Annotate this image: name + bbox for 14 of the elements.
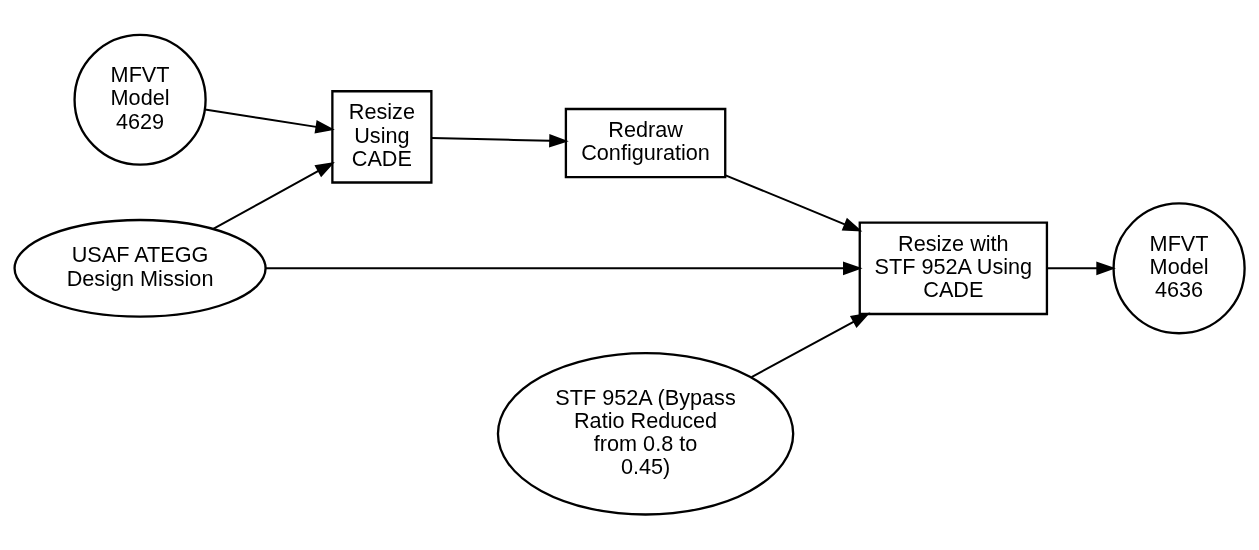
node-box: Redraw Configuration bbox=[564, 107, 727, 179]
arrow bbox=[725, 174, 863, 232]
arrow bbox=[431, 133, 569, 148]
node-circle: MFVT Model 4636 bbox=[1112, 202, 1246, 335]
arrow bbox=[212, 161, 335, 230]
node-circle: MFVT Model 4629 bbox=[73, 33, 207, 166]
arrow bbox=[204, 108, 335, 134]
node-box: Resize with STF 952A Using CADE bbox=[858, 221, 1049, 316]
arrow bbox=[751, 312, 871, 379]
node-ellipse: USAF ATEGG Design Mission bbox=[13, 218, 267, 318]
arrow bbox=[266, 261, 863, 276]
node-box: Resize Using CADE bbox=[331, 90, 433, 184]
node-ellipse: STF 952A (Bypass Ratio Reduced from 0.8 to 0.45) bbox=[496, 352, 795, 516]
arrow bbox=[1047, 261, 1116, 276]
